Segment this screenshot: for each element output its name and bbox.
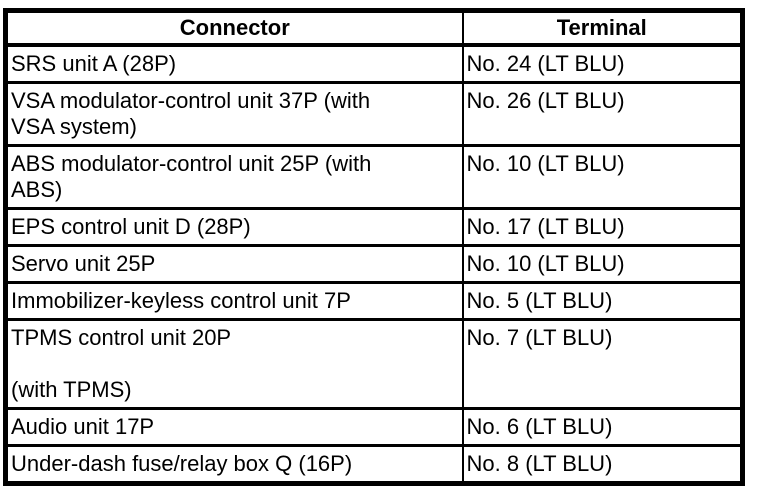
terminal-cell: No. 26 (LT BLU) [461, 81, 743, 146]
connector-cell: Immobilizer-keyless control unit 7P [5, 281, 463, 320]
terminal-cell: No. 7 (LT BLU) [461, 318, 743, 409]
table-row: ABS modulator-control unit 25P (with ABS… [5, 144, 743, 209]
connector-cell: Servo unit 25P [5, 244, 463, 283]
terminal-cell: No. 24 (LT BLU) [461, 45, 743, 83]
connector-cell: Audio unit 17P [5, 407, 463, 446]
terminal-cell: No. 6 (LT BLU) [461, 407, 743, 446]
header-row: Connector Terminal [5, 10, 743, 47]
column-header-connector: Connector [5, 10, 463, 47]
table-row: Audio unit 17P No. 6 (LT BLU) [5, 407, 743, 446]
table-row: Servo unit 25P No. 10 (LT BLU) [5, 244, 743, 283]
table-row: TPMS control unit 20P (with TPMS) No. 7 … [5, 318, 743, 409]
terminal-cell: No. 17 (LT BLU) [461, 207, 743, 246]
table-row: SRS unit A (28P) No. 24 (LT BLU) [6, 45, 743, 83]
table-row: Under-dash fuse/relay box Q (16P) No. 8 … [5, 444, 743, 484]
connector-cell: TPMS control unit 20P (with TPMS) [5, 318, 463, 409]
connector-cell: SRS unit A (28P) [11, 51, 177, 76]
table-row: VSA modulator-control unit 37P (with VSA… [5, 81, 743, 146]
terminal-cell: No. 10 (LT BLU) [461, 244, 743, 283]
terminal-cell: No. 8 (LT BLU) [461, 444, 743, 484]
column-header-terminal: Terminal [461, 10, 743, 47]
terminal-cell: No. 5 (LT BLU) [461, 281, 743, 320]
table-row: EPS control unit D (28P) No. 17 (LT BLU) [5, 207, 743, 246]
table-row: Immobilizer-keyless control unit 7P No. … [5, 281, 743, 320]
connector-cell: ABS modulator-control unit 25P (with ABS… [5, 144, 463, 209]
connector-cell: EPS control unit D (28P) [5, 207, 463, 246]
terminal-cell: No. 10 (LT BLU) [461, 144, 743, 209]
connector-cell: Under-dash fuse/relay box Q (16P) [5, 444, 463, 484]
connector-cell: VSA modulator-control unit 37P (with VSA… [5, 81, 463, 146]
connector-terminal-table: Connector Terminal SRS unit A (28P) No. … [3, 8, 745, 486]
